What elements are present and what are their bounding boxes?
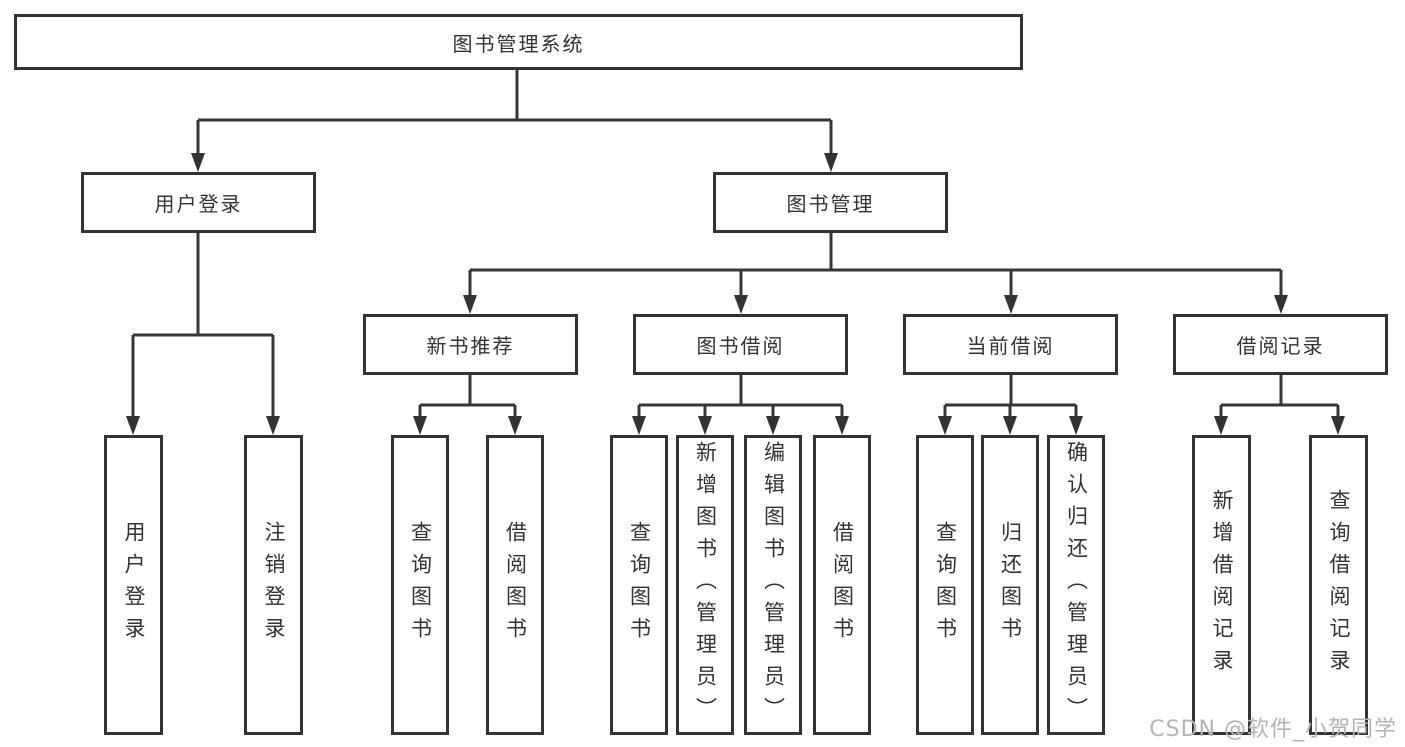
leaf-logout: 注销登录 bbox=[244, 435, 303, 735]
leaf-query-books-recommend: 查询图书 bbox=[391, 435, 449, 735]
node-label: 注销登录 bbox=[262, 521, 286, 649]
node-label: 查询图书 bbox=[408, 521, 433, 649]
node-label: 用户登录 bbox=[122, 521, 146, 649]
node-current-borrowing: 当前借阅 bbox=[903, 314, 1118, 375]
node-label: 借阅记录 bbox=[1236, 334, 1325, 358]
connector-book-borrowing-children bbox=[632, 375, 849, 435]
node-label: 新书推荐 bbox=[426, 334, 515, 358]
node-label: 图书管理 bbox=[786, 192, 875, 216]
node-label: 图书借阅 bbox=[696, 334, 785, 358]
leaf-add-borrow-record: 新增借阅记录 bbox=[1192, 435, 1251, 735]
leaf-query-borrow-record: 查询借阅记录 bbox=[1309, 435, 1368, 735]
node-label: 借阅图书 bbox=[830, 521, 855, 649]
node-new-book-recommend: 新书推荐 bbox=[363, 314, 578, 375]
leaf-add-book-admin: 新增图书（管理员） bbox=[676, 435, 734, 735]
leaf-return-books: 归还图书 bbox=[981, 435, 1039, 735]
node-label: 确认归还（管理员） bbox=[1064, 441, 1089, 729]
node-label: 当前借阅 bbox=[966, 334, 1055, 358]
node-label: 新增图书（管理员） bbox=[693, 441, 718, 729]
node-book-management: 图书管理 bbox=[713, 172, 948, 233]
node-book-borrowing: 图书借阅 bbox=[633, 314, 848, 375]
node-label: 查询借阅记录 bbox=[1327, 489, 1351, 681]
connector-user-login-children bbox=[126, 233, 280, 435]
leaf-user-login: 用户登录 bbox=[104, 435, 163, 735]
node-label: 查询图书 bbox=[933, 521, 958, 649]
connector-current-borrowing-children bbox=[938, 375, 1083, 435]
node-user-login: 用户登录 bbox=[81, 172, 316, 233]
node-label: 新增借阅记录 bbox=[1210, 489, 1234, 681]
connector-borrow-records-children bbox=[1214, 375, 1345, 435]
leaf-borrow-books: 借阅图书 bbox=[813, 435, 871, 735]
leaf-confirm-return-admin: 确认归还（管理员） bbox=[1047, 435, 1105, 735]
node-label: 查询图书 bbox=[627, 521, 652, 649]
connector-book-management-children bbox=[463, 233, 1288, 314]
node-label: 用户登录 bbox=[154, 192, 243, 216]
leaf-edit-book-admin: 编辑图书（管理员） bbox=[744, 435, 802, 735]
node-label: 归还图书 bbox=[998, 521, 1023, 649]
connector-new-book-recommend-children bbox=[413, 375, 522, 435]
node-label: 编辑图书（管理员） bbox=[761, 441, 786, 729]
node-borrow-records: 借阅记录 bbox=[1173, 314, 1388, 375]
connector-root-to-level2 bbox=[191, 70, 838, 172]
leaf-borrow-books-recommend: 借阅图书 bbox=[486, 435, 544, 735]
leaf-query-books-borrowing: 查询图书 bbox=[610, 435, 668, 735]
leaf-query-books-current: 查询图书 bbox=[916, 435, 974, 735]
node-label: 图书管理系统 bbox=[452, 31, 585, 56]
csdn-watermark: CSDN @软件_小贺同学 bbox=[1149, 717, 1397, 742]
node-label: 借阅图书 bbox=[503, 521, 528, 649]
node-library-system-root: 图书管理系统 bbox=[14, 14, 1023, 70]
